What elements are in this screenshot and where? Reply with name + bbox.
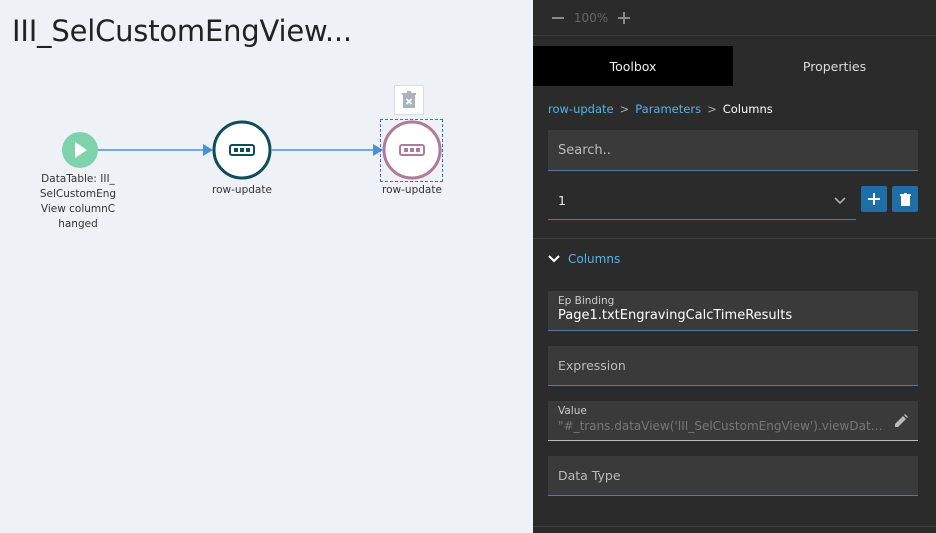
data-type-field[interactable]: Data Type [548, 456, 918, 496]
minus-icon [552, 16, 564, 19]
chevron-down-icon [548, 255, 560, 263]
columns-section-toggle[interactable]: Columns [548, 252, 620, 266]
ep-binding-label: Ep Binding [558, 295, 615, 307]
columns-section-title: Columns [568, 252, 621, 266]
search-field [548, 130, 918, 171]
start-node[interactable] [62, 132, 98, 168]
node2-label: row-update [382, 184, 442, 196]
breadcrumb: row-update > Parameters > Columns [548, 102, 773, 116]
node-dots-icon [229, 144, 255, 156]
breadcrumb-current: Columns [722, 102, 773, 116]
zoom-bar: 100% [533, 0, 936, 36]
trash-icon [402, 91, 416, 108]
delete-node-button[interactable] [394, 85, 424, 115]
chevron-down-icon [830, 196, 850, 205]
connector-arrow-1 [203, 144, 213, 156]
section-divider [533, 238, 936, 239]
trash-icon [899, 192, 911, 206]
ep-binding-field[interactable]: Ep Binding Page1.txtEngravingCalcTimeRes… [548, 291, 918, 331]
breadcrumb-separator: > [707, 102, 717, 116]
row-update-node-1[interactable] [212, 120, 272, 180]
flow-diagram [62, 120, 442, 180]
row-update-node-2[interactable] [382, 120, 442, 180]
pencil-icon[interactable] [894, 413, 908, 432]
breadcrumb-row-update[interactable]: row-update [548, 102, 614, 116]
index-select-value: 1 [558, 193, 566, 208]
remove-item-button[interactable] [892, 186, 918, 212]
tab-toolbox[interactable]: Toolbox [533, 46, 733, 86]
play-icon [75, 142, 87, 158]
start-node-label: DataTable: III_SelCustomEngView columnCh… [39, 173, 117, 230]
value-label: Value [558, 405, 587, 417]
expression-placeholder: Expression [558, 358, 626, 373]
node1-label: row-update [212, 184, 272, 196]
node-dots-icon [399, 144, 425, 156]
tab-properties[interactable]: Properties [733, 46, 936, 86]
value-text: "#_trans.dataView('III_SelCustomEngView'… [558, 419, 883, 433]
panel-tabs: Toolbox Properties [533, 46, 936, 86]
section-divider [533, 526, 936, 527]
breadcrumb-parameters[interactable]: Parameters [635, 102, 702, 116]
zoom-in-button[interactable] [611, 5, 637, 31]
expression-field[interactable]: Expression [548, 346, 918, 386]
zoom-level: 100% [573, 10, 609, 25]
plus-icon [618, 11, 630, 24]
connector-arrow-2 [373, 144, 383, 156]
ep-binding-value: Page1.txtEngravingCalcTimeResults [558, 308, 793, 323]
data-type-placeholder: Data Type [558, 468, 621, 483]
workflow-canvas[interactable]: III_SelCustomEngView... [0, 0, 533, 533]
breadcrumb-separator: > [619, 102, 630, 116]
workflow-title: III_SelCustomEngView... [12, 14, 352, 48]
search-input[interactable] [548, 130, 918, 170]
properties-panel: 100% Toolbox Properties row-update > Par… [533, 0, 936, 533]
add-item-button[interactable] [861, 186, 887, 212]
value-field[interactable]: Value "#_trans.dataView('III_SelCustomEn… [548, 401, 918, 441]
zoom-out-button[interactable] [545, 5, 571, 31]
index-select[interactable]: 1 [548, 182, 856, 220]
plus-icon [868, 193, 880, 205]
